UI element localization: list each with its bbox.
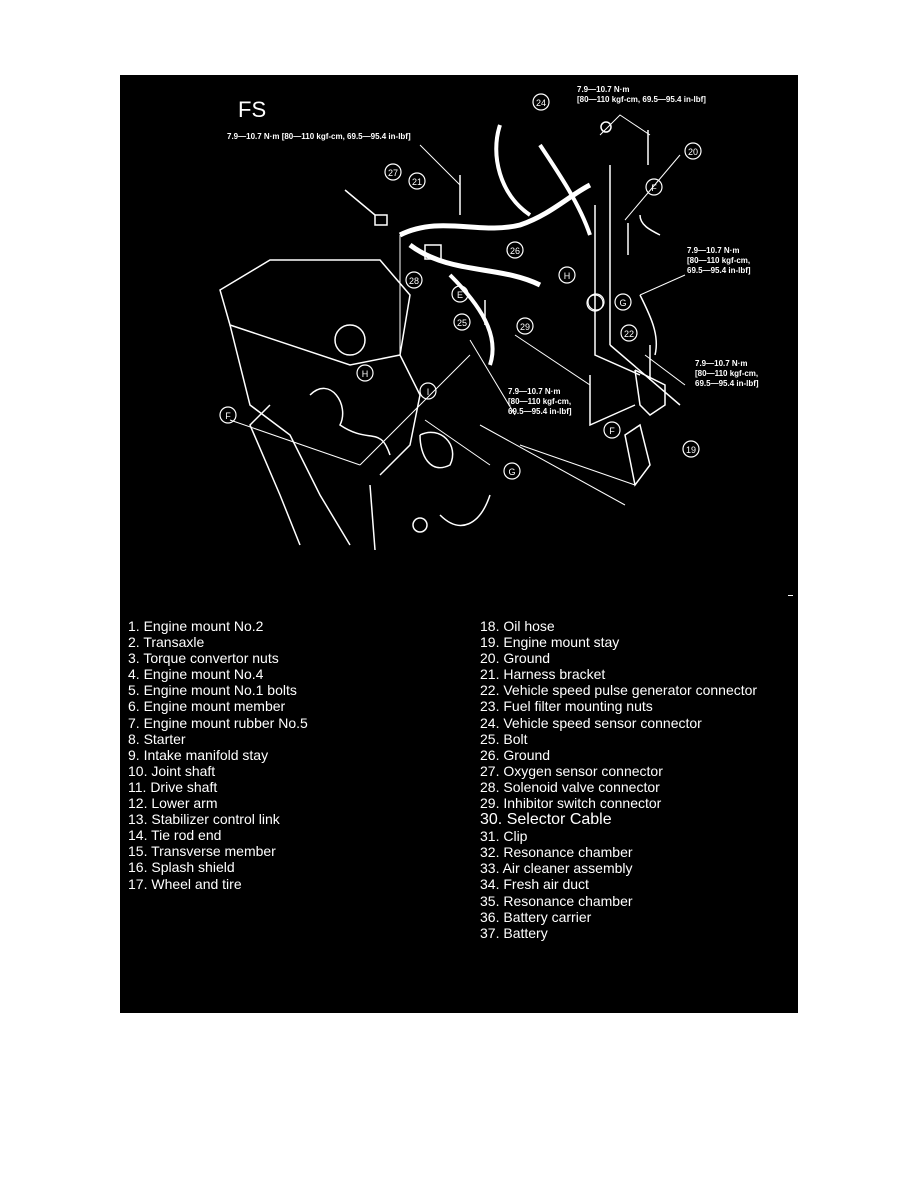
parts-list-item: 9. Intake manifold stay	[128, 746, 269, 763]
parts-list-item: 28. Solenoid valve connector	[480, 778, 660, 795]
parts-list-item: 1. Engine mount No.2	[128, 618, 264, 634]
parts-list-item: 18. Oil hose	[480, 618, 555, 634]
torque-line: 7.9—10.7 N·m [80—110 kgf-cm, 69.5—95.4 i…	[227, 132, 411, 141]
oil-cap-drawing	[334, 324, 366, 356]
parts-list-item: 19. Engine mount stay	[480, 634, 620, 651]
parts-list-item: 31. Clip	[480, 828, 528, 845]
torque-line: [80—110 kgf-cm,	[687, 256, 751, 265]
diagram-panel: 24 20 27 21 26 28 25 29 22 19 F F F G G …	[120, 75, 798, 1013]
callout-25: 25	[457, 318, 467, 328]
parts-list-item: 12. Lower arm	[128, 795, 218, 812]
torque-label-5: 7.9—10.7 N·m [80—110 kgf-cm, 69.5—95.4 i…	[508, 387, 572, 417]
parts-list-item: 7. Engine mount rubber No.5	[128, 714, 308, 731]
parts-list-item: 5. Engine mount No.1 bolts	[128, 682, 297, 699]
section-label: FS	[238, 97, 267, 122]
torque-line: 7.9—10.7 N·m	[508, 387, 561, 396]
callout-e: E	[457, 290, 463, 300]
throttle-body-drawing	[419, 431, 454, 469]
torque-line: 7.9—10.7 N·m	[695, 359, 748, 368]
parts-list-item: 32. Resonance chamber	[480, 844, 633, 861]
parts-list-item: 33. Air cleaner assembly	[480, 860, 633, 877]
callout-f: F	[651, 183, 657, 193]
parts-list-item: 3. Torque convertor nuts	[128, 650, 279, 667]
torque-line: 7.9—10.7 N·m	[687, 246, 740, 255]
callout-26: 26	[510, 246, 520, 256]
callout-28: 28	[409, 276, 419, 286]
parts-list-item: 30. Selector Cable	[480, 811, 612, 829]
parts-list-item: 11. Drive shaft	[128, 778, 218, 795]
callout-21: 21	[412, 177, 422, 187]
torque-line: [80—110 kgf-cm, 69.5—95.4 in-lbf]	[577, 95, 706, 104]
callout-g: G	[508, 467, 515, 477]
parts-list-item: 17. Wheel and tire	[128, 875, 242, 892]
parts-list-item: 10. Joint shaft	[128, 762, 216, 779]
parts-list-item: 35. Resonance chamber	[480, 892, 633, 909]
torque-label-3: 7.9—10.7 N·m [80—110 kgf-cm, 69.5—95.4 i…	[687, 246, 751, 276]
engine-harness-diagram: 24 20 27 21 26 28 25 29 22 19 F F F G G …	[219, 93, 702, 551]
torque-line: 69.5—95.4 in-lbf]	[687, 266, 751, 275]
callout-19: 19	[686, 445, 696, 455]
torque-line: 7.9—10.7 N·m	[577, 85, 630, 94]
callout-20: 20	[688, 147, 698, 157]
parts-list-item: 15. Transverse member	[128, 843, 276, 860]
torque-label-1: 7.9—10.7 N·m [80—110 kgf-cm, 69.5—95.4 i…	[577, 85, 706, 105]
parts-list-item: 25. Bolt	[480, 730, 528, 747]
torque-label-4: 7.9—10.7 N·m [80—110 kgf-cm, 69.5—95.4 i…	[695, 359, 759, 389]
parts-list-item: 21. Harness bracket	[480, 666, 606, 683]
callout-h: H	[564, 271, 571, 281]
torque-line: [80—110 kgf-cm,	[695, 369, 759, 378]
parts-list-item: 8. Starter	[128, 730, 186, 747]
callout-i: I	[427, 387, 430, 397]
solenoid-connector-drawing	[424, 244, 442, 260]
parts-list-item: 6. Engine mount member	[128, 698, 286, 715]
callout-22: 22	[624, 329, 634, 339]
callout-h-2: H	[362, 369, 369, 379]
torque-line: 69.5—95.4 in-lbf]	[508, 407, 572, 416]
dash-mark	[788, 595, 793, 596]
parts-list-item: 20. Ground	[480, 650, 551, 667]
engine-cover-drawing	[219, 259, 411, 366]
callout-f-3: F	[609, 426, 615, 436]
parts-list-item: 34. Fresh air duct	[480, 876, 589, 893]
parts-list-item: 2. Transaxle	[128, 634, 205, 651]
torque-label-2: 7.9—10.7 N·m [80—110 kgf-cm, 69.5—95.4 i…	[227, 132, 411, 142]
parts-list-item: 23. Fuel filter mounting nuts	[480, 698, 653, 715]
callout-f-2: F	[225, 411, 231, 421]
parts-list-item: 29. Inhibitor switch connector	[480, 795, 662, 812]
parts-list-item: 27. Oxygen sensor connector	[480, 762, 663, 779]
parts-list-item: 4. Engine mount No.4	[128, 666, 264, 683]
callout-g-2: G	[619, 298, 626, 308]
parts-list-item: 14. Tie rod end	[128, 827, 222, 844]
parts-list-item: 37. Battery	[480, 924, 548, 941]
torque-line: [80—110 kgf-cm,	[508, 397, 572, 406]
callout-29: 29	[520, 322, 530, 332]
parts-list-item: 13. Stabilizer control link	[128, 811, 280, 828]
callout-24: 24	[536, 98, 546, 108]
torque-line: 69.5—95.4 in-lbf]	[695, 379, 759, 388]
callout-27: 27	[388, 168, 398, 178]
parts-list-item: 24. Vehicle speed sensor connector	[480, 714, 702, 731]
parts-list-item: 22. Vehicle speed pulse generator connec…	[480, 682, 758, 699]
parts-list-item: 16. Splash shield	[128, 859, 235, 876]
parts-list-item: 26. Ground	[480, 746, 551, 763]
parts-list-item: 36. Battery carrier	[480, 908, 592, 925]
